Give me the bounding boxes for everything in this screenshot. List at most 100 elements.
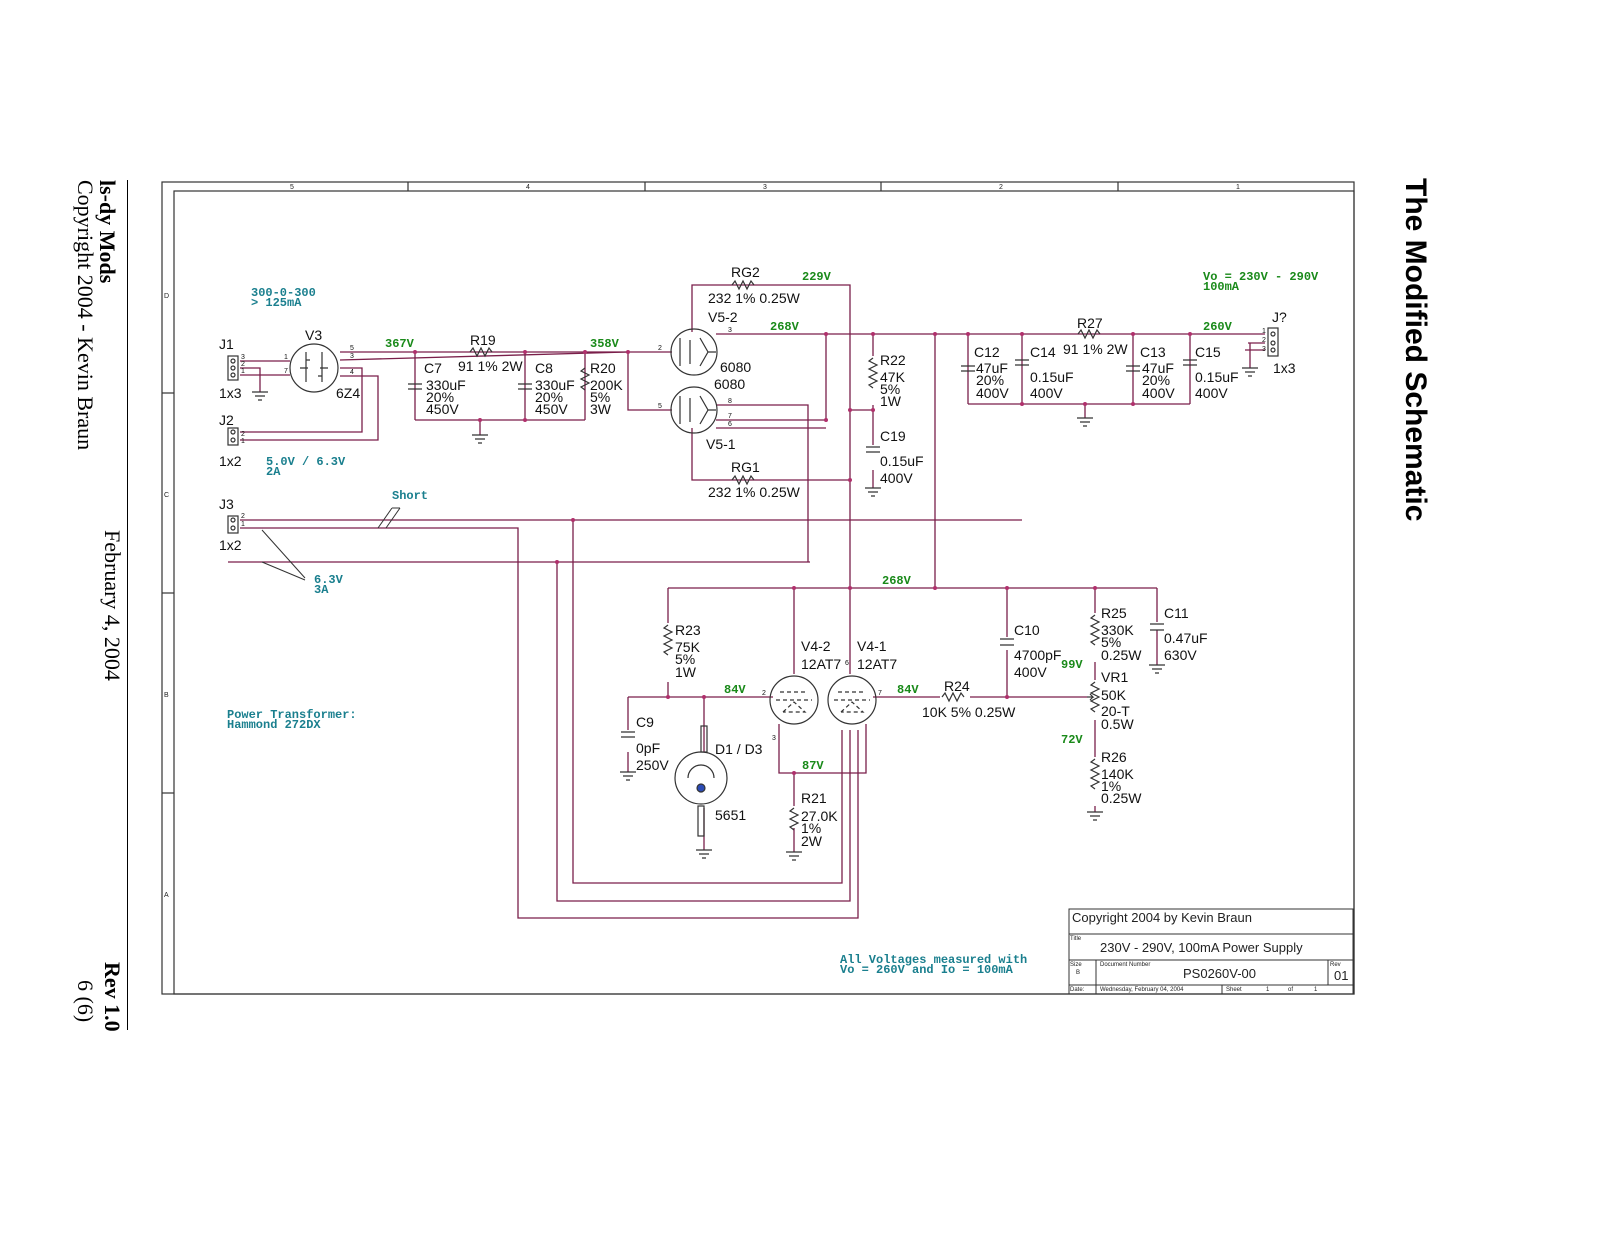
svg-text:1: 1	[284, 354, 288, 361]
note-heater-current: 2A	[266, 465, 281, 479]
label-c8-value: 330uF	[535, 377, 575, 393]
voltage-367v: 367V	[385, 337, 415, 351]
svg-text:1: 1	[241, 521, 245, 528]
grid-col-4: 4	[526, 184, 530, 191]
label-c13-tol: 20%	[1142, 372, 1170, 388]
label-r25-power: 0.25W	[1101, 647, 1142, 663]
label-rg1-value: 232 1% 0.25W	[708, 484, 801, 500]
grid-col-3: 3	[763, 184, 767, 191]
note-hammond: Hammond 272DX	[227, 718, 321, 732]
svg-text:2: 2	[241, 361, 245, 368]
label-r25-tol: 5%	[1101, 634, 1121, 650]
label-r21-power: 2W	[801, 833, 823, 849]
label-r21: R21	[801, 790, 827, 806]
note-measured-1: All Voltages measured with	[840, 953, 1027, 967]
label-v4-2: V4-2	[801, 638, 831, 654]
label-c13: C13	[1140, 344, 1166, 360]
voltage-229v: 229V	[802, 270, 832, 284]
voltage-99v: 99V	[1061, 658, 1083, 672]
note-heater-voltage: 5.0V / 6.3V	[266, 455, 346, 469]
label-c12-tol: 20%	[976, 372, 1004, 388]
label-v5-1-type: 6080	[714, 376, 745, 392]
label-r22: R22	[880, 352, 906, 368]
label-c14-volt: 400V	[1030, 385, 1063, 401]
label-r25: R25	[1101, 605, 1127, 621]
label-c12-volt: 400V	[976, 385, 1009, 401]
label-r25-value: 330K	[1101, 622, 1134, 638]
label-r22-tol: 5%	[880, 381, 900, 397]
label-v4-1: V4-1	[857, 638, 887, 654]
svg-text:5: 5	[658, 403, 662, 410]
title-block-copyright: Copyright 2004 by Kevin Braun	[1072, 910, 1252, 925]
voltage-84v-right: 84V	[897, 683, 919, 697]
svg-text:3: 3	[772, 735, 776, 742]
svg-text:1: 1	[1262, 328, 1266, 335]
svg-text:4: 4	[350, 369, 354, 376]
label-v5-2: V5-2	[708, 309, 738, 325]
label-r23-value: 75K	[675, 639, 701, 655]
label-c7: C7	[424, 360, 442, 376]
svg-text:2: 2	[658, 345, 662, 352]
label-d1-type: 5651	[715, 807, 746, 823]
label-c12: C12	[974, 344, 1000, 360]
label-c19-volt: 400V	[880, 470, 913, 486]
voltage-268v-bottom: 268V	[882, 574, 912, 588]
label-c7-value: 330uF	[426, 377, 466, 393]
junction-dots	[413, 332, 1192, 775]
schematic-frame	[161, 181, 1355, 995]
label-r26-value: 140K	[1101, 766, 1134, 782]
label-r26-power: 0.25W	[1101, 790, 1142, 806]
label-v5-1: V5-1	[706, 436, 736, 452]
voltage-268v-top: 268V	[770, 320, 800, 334]
label-r23-tol: 5%	[675, 651, 695, 667]
label-v4-2-type: 12AT7	[801, 656, 841, 672]
svg-text:7: 7	[878, 690, 882, 697]
label-r21-value: 27.0K	[801, 808, 838, 824]
label-jout-type: 1x3	[1273, 360, 1296, 376]
label-r20-value: 200K	[590, 377, 623, 393]
title-block-size-label: Size	[1070, 962, 1082, 968]
label-r20-tol: 5%	[590, 389, 610, 405]
note-short: Short	[392, 489, 428, 503]
annotation-lines	[261, 507, 401, 581]
label-rg2: RG2	[731, 264, 760, 280]
note-vo-range: Vo = 230V - 290V	[1203, 270, 1319, 284]
label-r27: R27	[1077, 315, 1103, 331]
label-v5-2-type: 6080	[720, 359, 751, 375]
voltage-72v: 72V	[1061, 733, 1083, 747]
label-r22-value: 47K	[880, 369, 906, 385]
note-transformer-rating: 300-0-300	[251, 286, 316, 300]
grid-row-a: A	[164, 892, 169, 899]
voltage-260v: 260V	[1203, 320, 1233, 334]
svg-text:3: 3	[728, 327, 732, 334]
component-symbols	[227, 279, 1279, 861]
svg-text:6: 6	[845, 660, 849, 667]
label-v3: V3	[305, 327, 322, 343]
title-block-docnum-label: Document Number	[1100, 962, 1150, 968]
voltage-84v-left: 84V	[724, 683, 746, 697]
label-c13-value: 47uF	[1142, 360, 1174, 376]
label-v3-type: 6Z4	[336, 385, 360, 401]
label-r21-tol: 1%	[801, 820, 821, 836]
component-labels: J1 1x3 J2 1x2 J3 1x2 J? 1x3 V3 6Z4 R19 9…	[219, 264, 1296, 849]
label-c15-volt: 400V	[1195, 385, 1228, 401]
svg-text:7: 7	[284, 368, 288, 375]
svg-text:3: 3	[350, 353, 354, 360]
label-c15: C15	[1195, 344, 1221, 360]
note-heater3-voltage: 6.3V	[314, 573, 344, 587]
title-block-title-label: Title	[1070, 936, 1082, 942]
label-r24-value: 10K 5% 0.25W	[922, 704, 1016, 720]
label-r19: R19	[470, 332, 496, 348]
label-c10-value: 4700pF	[1014, 647, 1061, 663]
title-block-rev-label: Rev	[1330, 962, 1341, 968]
grid-row-d: D	[164, 293, 169, 300]
label-c8: C8	[535, 360, 553, 376]
grid-col-5: 5	[290, 184, 294, 191]
svg-text:3: 3	[241, 354, 245, 361]
label-r20: R20	[590, 360, 616, 376]
label-c19-value: 0.15uF	[880, 453, 924, 469]
voltage-87v: 87V	[802, 759, 824, 773]
svg-text:2: 2	[241, 513, 245, 520]
label-c10: C10	[1014, 622, 1040, 638]
